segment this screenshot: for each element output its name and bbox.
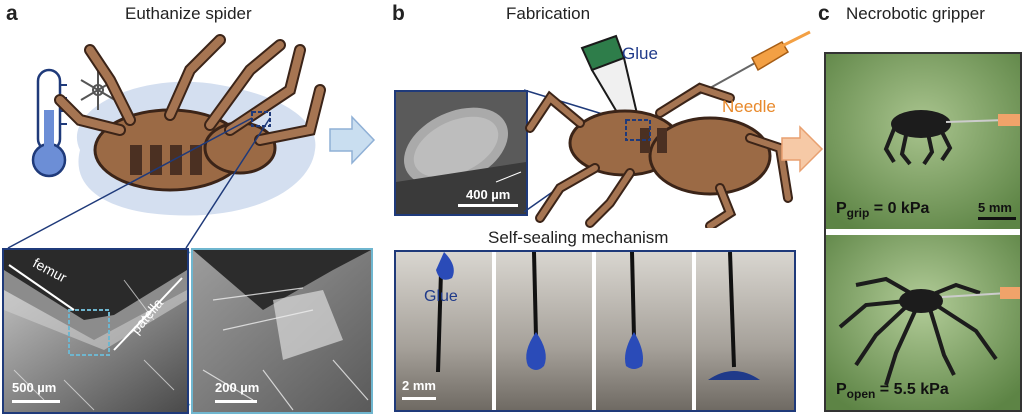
panel-label-c: c [818,2,830,25]
fabrication-illustration [523,30,811,228]
glue-label: Glue [622,44,658,63]
sem-needle-insertion-image: 400 µm [394,90,528,216]
spider-euthanize-illustration [31,34,326,216]
needle-label: Needle [722,97,776,116]
scale-label-a-left: 500 µm [12,380,57,395]
panel-title-b: Fabrication [506,4,591,23]
panel-label-b: b [392,2,405,25]
panel-title-a: Euthanize spider [125,4,252,23]
self-sealing-sequence-image: Glue 2 mm [394,250,796,412]
mechanism-glue-label: Glue [424,288,458,305]
scale-bar-a-right [215,400,257,403]
mechanism-title: Self-sealing mechanism [488,228,669,247]
panel-label-a: a [6,2,18,25]
arrow-right-icon [329,115,376,165]
scale-label-a-right: 200 µm [215,380,260,395]
scale-label-c: 5 mm [978,200,1012,215]
sem-joint-zoom-image: 200 µm [191,248,373,414]
gripper-photo-frame: Pgrip = 0 kPa 5 mm Popen = 5.5 kPa [824,52,1022,412]
scale-label-b-mechanism: 2 mm [402,378,436,393]
panel-title-c: Necrobotic gripper [846,4,985,23]
open-pressure-label: Popen = 5.5 kPa [836,381,949,402]
scale-bar-a-left [12,400,60,403]
scale-label-b-sem: 400 µm [466,187,511,202]
spider-body [54,34,326,192]
arrow-right-icon-2 [781,125,824,173]
grip-pressure-label: Pgrip = 0 kPa [836,200,930,221]
scale-bar-b-sem [458,204,518,207]
photo-divider [826,229,1020,235]
scale-bar-b-mechanism [402,397,436,400]
gripper-closed-photo: Pgrip = 0 kPa 5 mm [826,54,1020,229]
gripper-open-photo: Popen = 5.5 kPa [826,235,1020,410]
glue-tube-icon [580,34,640,132]
sem-leg-joint-image: femur patella 500 µm [2,248,189,414]
scale-bar-c [978,217,1016,220]
